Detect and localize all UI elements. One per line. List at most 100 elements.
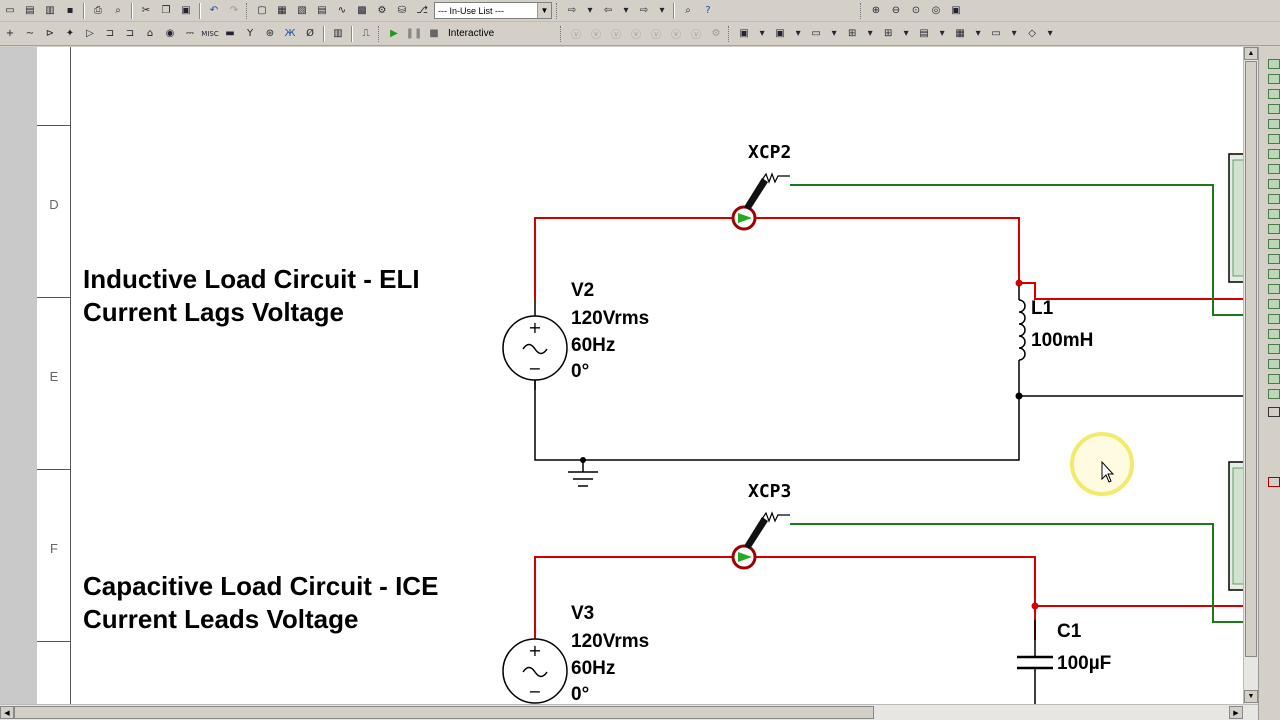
scroll-down-arrow-icon[interactable]: ▼ [1244, 690, 1258, 703]
instrument-icon[interactable] [1268, 179, 1280, 189]
instrument-icon[interactable] [1268, 164, 1280, 174]
probe-reference-icon[interactable]: ⓥ [691, 30, 702, 41]
instrument-icon[interactable] [1268, 359, 1280, 369]
ttl-component-icon[interactable]: ⊐ [105, 28, 115, 39]
component-wizard-icon[interactable]: ⚙ [377, 5, 387, 16]
capacitor-name-c1[interactable]: C1 [1057, 621, 1082, 642]
print-preview-icon[interactable]: ⌕ [115, 5, 121, 16]
back-annotate-icon[interactable]: ⇦ [603, 5, 613, 16]
instrument-icon[interactable] [1268, 119, 1280, 129]
instrument-icon[interactable] [1268, 239, 1280, 249]
zoom-area-icon[interactable]: ⊙ [911, 5, 921, 16]
schematic-drawing[interactable]: + − [0, 47, 1243, 704]
source-component-icon[interactable]: + [5, 28, 15, 39]
chevron-down-icon[interactable]: ▾ [903, 28, 909, 39]
inductor-name-l1[interactable]: L1 [1031, 298, 1054, 319]
description-box-icon[interactable]: ▤ [317, 5, 327, 16]
instrument-icon[interactable] [1268, 134, 1280, 144]
chevron-down-icon[interactable]: ▾ [831, 28, 837, 39]
chevron-down-icon[interactable]: ▾ [1047, 28, 1053, 39]
vertical-scrollbar[interactable]: ▲ ▼ [1243, 47, 1258, 704]
electromechanical-component-icon[interactable]: ⊛ [265, 28, 275, 39]
instrument-icon[interactable] [1268, 104, 1280, 114]
word-generator-icon[interactable]: ▤ [919, 28, 929, 39]
spectrum-analyzer-icon[interactable]: ▭ [991, 28, 1001, 39]
search-icon[interactable]: ⌕ [685, 5, 691, 16]
copy-icon[interactable]: ❐ [161, 5, 171, 16]
scroll-right-arrow-icon[interactable]: ▶ [1229, 706, 1243, 719]
probe-label-xcp3[interactable]: XCP3 [748, 481, 792, 502]
chevron-down-icon[interactable]: ▼ [537, 3, 551, 18]
function-generator-icon[interactable]: ▣ [775, 28, 785, 39]
bode-plotter-icon[interactable]: ⊞ [883, 28, 893, 39]
rf-component-icon[interactable]: Y [246, 28, 254, 39]
probe-label-xcp2[interactable]: XCP2 [748, 142, 792, 163]
simulation-mode-label[interactable]: Interactive [448, 28, 495, 39]
schematic-canvas[interactable]: D E F + − [0, 47, 1258, 704]
full-screen-view-icon[interactable]: ▣ [951, 5, 961, 16]
new-file-icon[interactable]: ▭ [5, 5, 15, 16]
probe-settings-icon[interactable]: ⚙ [711, 28, 721, 39]
print-icon[interactable]: ⎙ [94, 5, 102, 16]
source-name-v2[interactable]: V2 [571, 280, 595, 301]
postprocessor-icon[interactable]: ▩ [357, 5, 367, 16]
zoom-fit-icon[interactable]: ◎ [931, 5, 941, 16]
instrument-icon[interactable] [1268, 194, 1280, 204]
hierarchical-block-icon[interactable]: ▥ [333, 28, 343, 39]
instrument-icon[interactable] [1268, 74, 1280, 84]
stop-icon[interactable]: ■ [429, 28, 439, 39]
run-icon[interactable]: ▶ [390, 28, 398, 39]
full-screen-icon[interactable]: ▢ [257, 5, 267, 16]
cmos-component-icon[interactable]: ⊐ [125, 28, 135, 39]
basic-component-icon[interactable]: ∼ [25, 28, 35, 39]
probe-current-icon[interactable]: ⓥ [591, 30, 602, 41]
in-use-list-dropdown[interactable]: --- In-Use List --- ▼ [434, 2, 552, 19]
schematic-sheet[interactable] [37, 47, 1245, 704]
power-component-icon[interactable]: ⎓ [186, 28, 194, 39]
diode-component-icon[interactable]: ⊳ [45, 28, 55, 39]
instrument-icon[interactable] [1268, 284, 1280, 294]
forward-annotate-icon[interactable]: ⇨ [639, 5, 649, 16]
chevron-down-icon[interactable]: ▾ [759, 28, 765, 39]
instrument-icon[interactable] [1268, 149, 1280, 159]
toolbar-grip[interactable] [246, 2, 249, 19]
mcu-component-icon[interactable]: Ø [306, 28, 314, 39]
probe-voltage-reference-icon[interactable]: ⓥ [651, 30, 662, 41]
oscilloscope-icon[interactable]: ⊞ [847, 28, 857, 39]
zoom-out-icon[interactable]: ⊖ [891, 5, 901, 16]
instrument-icon[interactable] [1268, 254, 1280, 264]
toolbar-grip[interactable] [556, 2, 559, 19]
ercheck-icon[interactable]: ⎇ [416, 5, 428, 16]
open-design-icon[interactable]: ▥ [45, 5, 55, 16]
pause-icon[interactable]: ❚❚ [405, 28, 423, 39]
instrument-icon[interactable] [1268, 344, 1280, 354]
instrument-icon[interactable] [1268, 477, 1280, 487]
indicator-component-icon[interactable]: ◉ [165, 28, 175, 39]
peripheral-component-icon[interactable]: ▬ [225, 28, 235, 39]
logic-analyzer-icon[interactable]: ▦ [955, 28, 965, 39]
instrument-icon[interactable] [1268, 89, 1280, 99]
help-icon[interactable]: ? [705, 5, 711, 16]
undo-icon[interactable]: ↶ [209, 5, 219, 16]
network-analyzer-icon[interactable]: ◇ [1028, 28, 1036, 39]
instrument-icon[interactable] [1268, 389, 1280, 399]
analog-component-icon[interactable]: ▷ [86, 28, 94, 39]
chevron-down-icon[interactable]: ▾ [659, 5, 665, 16]
mixed-component-icon[interactable]: ⌂ [146, 28, 154, 39]
instrument-icon[interactable] [1268, 314, 1280, 324]
instrument-icon[interactable] [1268, 269, 1280, 279]
toolbar-grip[interactable] [378, 25, 381, 42]
zoom-in-icon[interactable]: ⊕ [871, 5, 881, 16]
chevron-down-icon[interactable]: ▾ [939, 28, 945, 39]
probe-digital-icon[interactable]: ⓥ [671, 30, 682, 41]
horizontal-scrollbar[interactable]: ◀ ▶ [0, 704, 1258, 720]
transistor-component-icon[interactable]: ✦ [65, 28, 75, 39]
wattmeter-icon[interactable]: ▭ [811, 28, 821, 39]
instrument-icon[interactable] [1268, 299, 1280, 309]
paste-icon[interactable]: ▣ [181, 5, 191, 16]
save-icon[interactable]: ▪ [66, 5, 74, 16]
chevron-down-icon[interactable]: ▾ [867, 28, 873, 39]
misc-component-icon[interactable]: MISC [201, 29, 219, 38]
source-name-v3[interactable]: V3 [571, 603, 595, 624]
chevron-down-icon[interactable]: ▾ [1011, 28, 1017, 39]
